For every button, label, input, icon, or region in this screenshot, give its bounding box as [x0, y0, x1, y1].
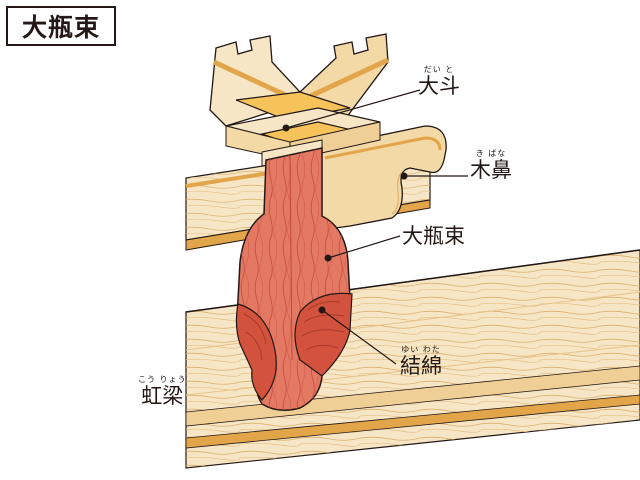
title-text: 大瓶束: [21, 13, 100, 42]
label-yuiwata-text: 結綿: [400, 354, 442, 378]
title-box: 大瓶束: [6, 6, 116, 46]
label-kibana-ruby: き ばな: [475, 149, 507, 158]
label-kouryou-text: 虹梁: [141, 384, 184, 408]
kibana: [319, 125, 447, 231]
label-oheizuka: 大瓶束: [402, 226, 465, 247]
leader-lines: [282, 89, 468, 365]
label-kouryou: こう りょう 虹梁: [138, 376, 187, 407]
yuiwata: [235, 292, 353, 401]
label-oheizuka-text: 大瓶束: [402, 224, 465, 248]
label-kibana-text: 木鼻: [470, 158, 512, 182]
label-daito-ruby: だい と: [423, 65, 455, 74]
label-kibana: き ばな 木鼻: [470, 150, 512, 181]
label-yuiwata: ゆい わた 結綿: [400, 346, 442, 377]
label-kouryou-ruby: こう りょう: [138, 375, 187, 384]
label-yuiwata-ruby: ゆい わた: [401, 345, 441, 354]
label-daito-text: 大斗: [418, 74, 460, 98]
label-daito: だい と 大斗: [418, 66, 460, 97]
